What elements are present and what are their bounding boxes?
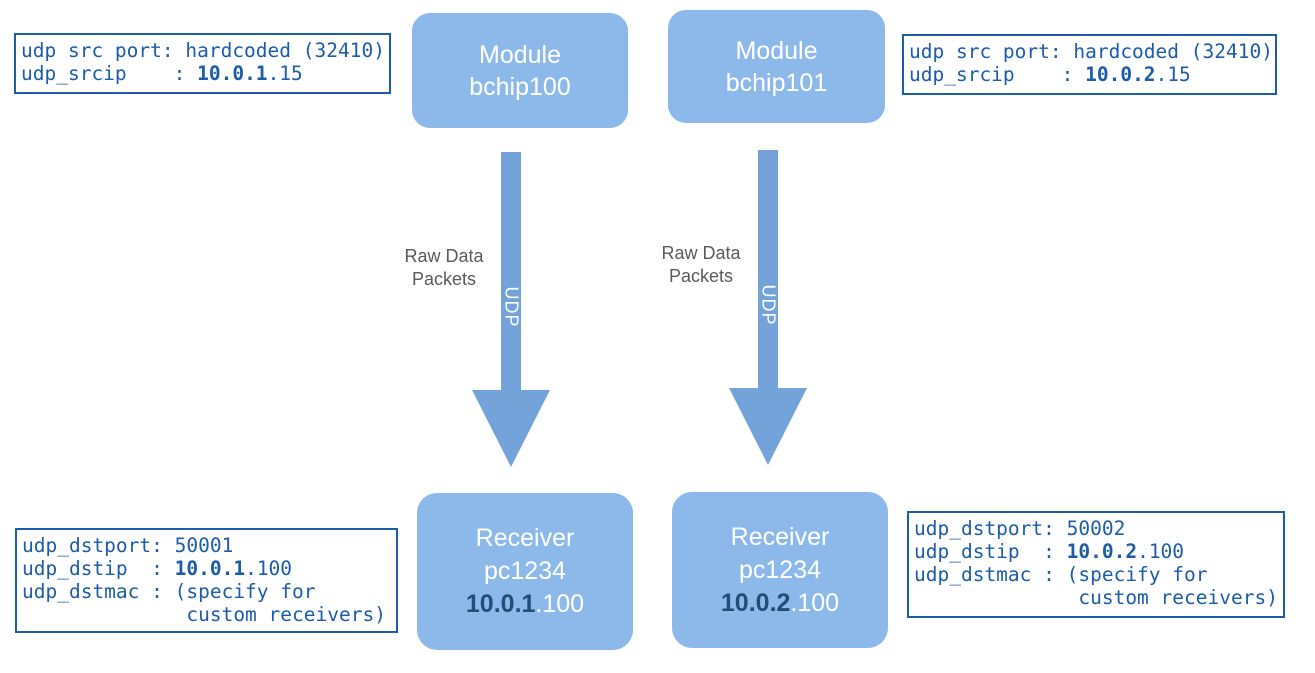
node-receiver-right: Receiver pc1234 10.0.2.100	[672, 492, 888, 648]
config-line-srcip: udp_srcip : 10.0.1.15	[21, 62, 303, 85]
config-box-udp-dst-left: udp_dstport: 50001 udp_dstip : 10.0.1.10…	[15, 528, 398, 633]
config-line-dstmac: udp_dstmac : (specify for	[914, 563, 1208, 586]
raw-data-packets-label: Raw Data Packets	[404, 246, 484, 289]
config-line-srcport: udp src port: hardcoded (32410)	[909, 40, 1273, 63]
raw-data-packets-label: Raw Data Packets	[661, 243, 741, 286]
udp-protocol-label: UDP	[758, 284, 779, 326]
node-hostname: bchip101	[725, 68, 828, 97]
config-line-dstmac-cont: custom receivers)	[914, 586, 1278, 609]
arrow-head-icon	[472, 390, 550, 467]
config-line-dstport: udp_dstport: 50002	[914, 517, 1126, 540]
node-hostname: bchip100	[469, 72, 571, 101]
config-line-dstmac-cont: custom receivers)	[22, 603, 386, 626]
node-hostname: pc1234	[738, 555, 822, 584]
config-line-dstip: udp_dstip : 10.0.2.100	[914, 540, 1185, 563]
node-receiver-left: Receiver pc1234 10.0.1.100	[417, 493, 633, 650]
node-ip-address: 10.0.2.100	[720, 588, 840, 617]
node-title: Module	[479, 40, 561, 69]
config-line-srcip: udp_srcip : 10.0.2.15	[909, 63, 1191, 86]
config-line-dstmac: udp_dstmac : (specify for	[22, 580, 316, 603]
arrow-head-icon	[729, 388, 807, 465]
node-ip-address: 10.0.1.100	[465, 590, 585, 618]
config-box-udp-dst-right: udp_dstport: 50002 udp_dstip : 10.0.2.10…	[907, 511, 1285, 618]
config-box-udp-src-right: udp src port: hardcoded (32410) udp_srci…	[902, 34, 1277, 95]
config-line-dstip: udp_dstip : 10.0.1.100	[22, 557, 293, 580]
config-line-dstport: udp_dstport: 50001	[22, 534, 234, 557]
node-title: Module	[735, 36, 818, 65]
node-module-bchip100: Module bchip100	[412, 13, 628, 128]
udp-protocol-label: UDP	[501, 286, 522, 328]
config-box-udp-src-left: udp src port: hardcoded (32410) udp_srci…	[14, 33, 391, 94]
node-title: Receiver	[475, 524, 575, 552]
arrow-shaft	[501, 152, 521, 390]
node-module-bchip101: Module bchip101	[668, 10, 885, 123]
arrow-shaft	[758, 150, 778, 388]
node-title: Receiver	[730, 522, 830, 551]
node-hostname: pc1234	[483, 557, 567, 585]
config-line-srcport: udp src port: hardcoded (32410)	[21, 39, 385, 62]
